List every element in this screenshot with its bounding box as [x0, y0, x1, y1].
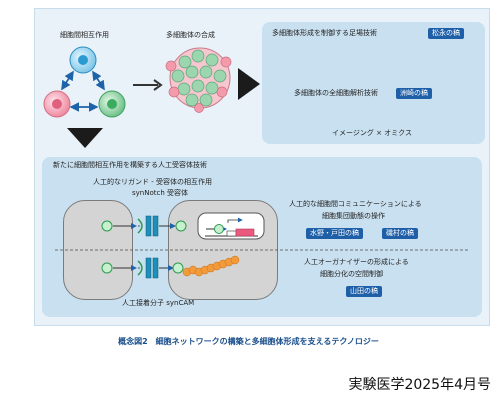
comm-label-line2: 細胞集団動態の操作 — [322, 212, 385, 220]
source-label: 実験医学2025年4月号 — [348, 377, 491, 393]
big-arrow-down — [67, 128, 103, 148]
scaffold-label: 多細胞体形成を制御する足場技術 — [272, 29, 377, 37]
organizer-label-line1: 人工オーガナイザーの形成による — [304, 258, 409, 266]
right-panel — [262, 22, 485, 144]
figure-caption: 概念図2 細胞ネットワークの構築と多細胞体形成を支えるテクノロジー — [118, 337, 379, 346]
bottom-panel-title: 新たに細胞間相互作用を構築する人工受容体技術 — [53, 161, 207, 169]
ligand-label-line2: synNotch 受容体 — [132, 189, 188, 197]
adhesion-label: 人工接着分子 synCAM — [122, 299, 195, 307]
organizer-author-badge: 山田の稿 — [346, 286, 382, 297]
cell-interaction-label: 細胞間相互作用 — [60, 31, 109, 39]
comm-label-line1: 人工的な細胞間コミュニケーションによる — [289, 200, 422, 208]
syncam-ligand — [101, 260, 143, 276]
scaffold-author-badge: 松永の稿 — [428, 28, 464, 39]
analysis-label: 多細胞体の全細胞解析技術 — [294, 89, 378, 97]
interaction-arrows — [61, 70, 105, 112]
nucleus — [197, 212, 265, 240]
organizer-label-line2: 細胞分化の空間制御 — [320, 270, 383, 278]
cell-pink — [43, 90, 71, 118]
actin-chain — [182, 255, 240, 277]
big-arrow-right — [238, 68, 260, 100]
synnotch-receptor — [145, 215, 187, 237]
imaging-omics-label: イメージング × オミクス — [332, 129, 412, 137]
ligand-label-line1: 人工的なリガンド - 受容体の相互作用 — [93, 178, 212, 186]
comm-author-badge-2: 磯村の稿 — [382, 228, 418, 239]
cell-blue — [69, 46, 97, 74]
synnotch-ligand — [101, 218, 143, 234]
comm-author-badge-1: 水野・戸田の稿 — [306, 228, 363, 239]
analysis-author-badge: 洲崎の稿 — [396, 88, 432, 99]
cell-green — [98, 90, 126, 118]
syncam-receptor — [145, 257, 184, 279]
multicell-synthesis-label: 多細胞体の合成 — [166, 31, 215, 39]
arrow-to-cluster — [133, 79, 163, 91]
multicell-cluster — [165, 47, 232, 113]
